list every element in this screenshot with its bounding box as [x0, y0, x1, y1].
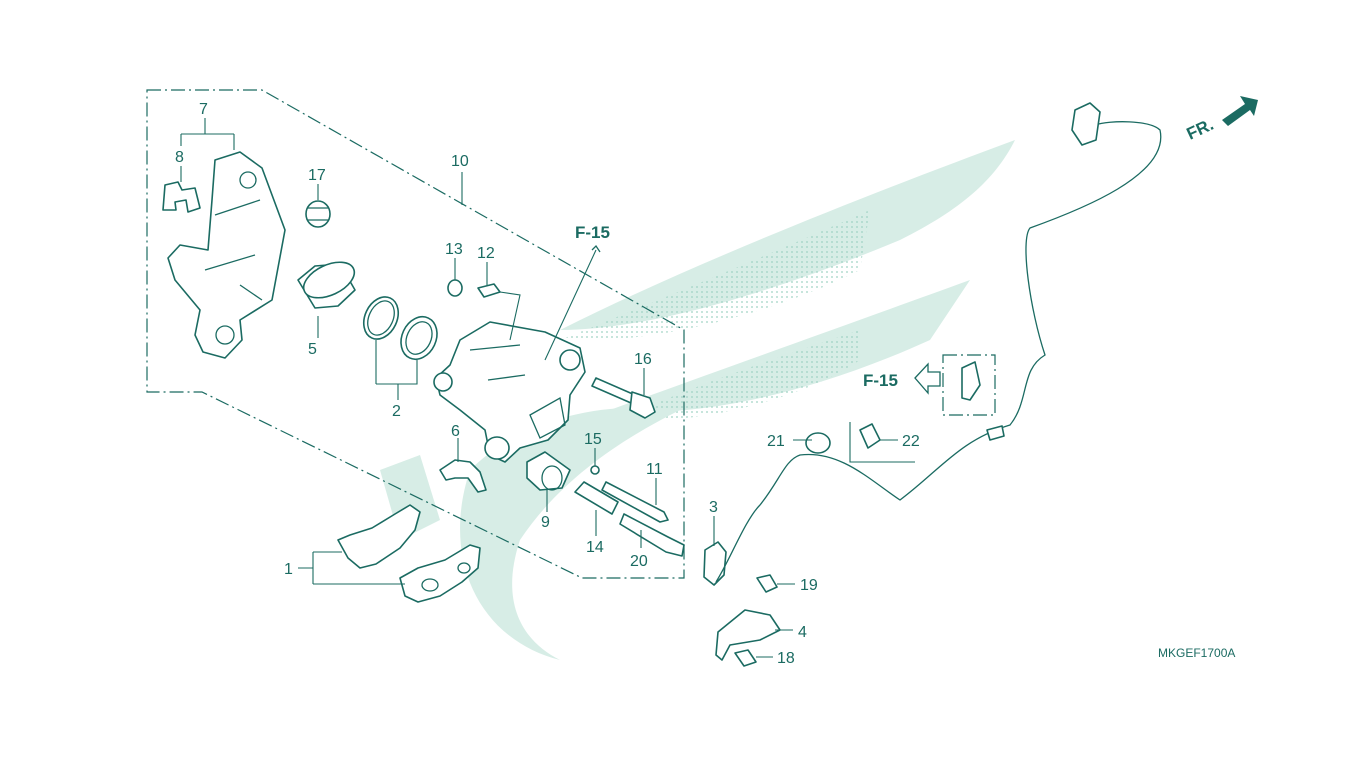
callout-9: 9: [541, 514, 550, 531]
clip-group-outline: [942, 354, 996, 416]
callout-2: 2: [392, 403, 401, 420]
piston: [297, 261, 356, 309]
clip-detail: [961, 361, 981, 401]
stay-bolt: [734, 649, 757, 667]
callout-16: 16: [634, 351, 652, 368]
callout-8: 8: [175, 149, 184, 166]
pin-bolt-lower: [619, 513, 685, 557]
bracket-clip: [162, 181, 201, 213]
callout-11: 11: [646, 461, 663, 478]
callout-7: 7: [199, 101, 208, 118]
reference-arrow-icon: [591, 244, 601, 253]
cable-clamp: [805, 432, 831, 454]
callout-14: 14: [586, 539, 604, 556]
cable-clip: [859, 423, 881, 449]
wing-watermark: [380, 140, 1015, 660]
cable-connector: [1071, 102, 1101, 146]
callout-19: 19: [800, 577, 818, 594]
caliper-assembly-outline: [146, 89, 685, 579]
piston-seal-outer: [362, 296, 400, 340]
callout-12: 12: [477, 245, 495, 262]
callout-18: 18: [777, 650, 795, 667]
brake-pads: [337, 504, 481, 603]
callout-10: 10: [451, 153, 469, 170]
piston-seal-inner: [400, 316, 438, 360]
callout-4: 4: [798, 624, 807, 641]
bleeder-cap: [447, 279, 463, 297]
sensor-bolt: [756, 574, 778, 593]
reference-arrow-icon-right: [914, 362, 941, 395]
callout-21: 21: [767, 433, 785, 450]
arrow-icon: [1222, 96, 1258, 126]
abs-sensor: [703, 541, 727, 586]
direction-label: FR.: [1184, 115, 1217, 144]
caliper-boot: [526, 451, 571, 491]
callout-15: 15: [584, 431, 602, 448]
callout-13: 13: [445, 241, 463, 258]
pin-boot: [305, 200, 331, 228]
callout-5: 5: [308, 341, 317, 358]
pin-sleeve: [574, 481, 619, 515]
callout-1: 1: [284, 561, 293, 578]
caliper-bracket: [167, 151, 286, 359]
sensor-stay: [715, 609, 781, 661]
slide-pin: [601, 481, 669, 523]
front-direction-indicator: FR.: [1184, 96, 1258, 144]
callout-6: 6: [451, 423, 460, 440]
callout-3: 3: [709, 499, 718, 516]
pad-spring: [439, 459, 487, 493]
pin-plug: [590, 465, 600, 475]
callout-17: 17: [308, 167, 326, 184]
sensor-cable: [715, 121, 1162, 583]
callout-22: 22: [902, 433, 920, 450]
bleeder-screw: [477, 283, 501, 298]
cable-grommet: [986, 425, 1005, 441]
callout-20: 20: [630, 553, 648, 570]
reference-label-top: F-15: [575, 223, 610, 242]
reference-label-right: F-15: [863, 371, 898, 390]
caliper-body: [433, 321, 586, 463]
diagram-code: MKGEF1700A: [1158, 646, 1235, 660]
pin-bolt-upper: [591, 377, 656, 419]
